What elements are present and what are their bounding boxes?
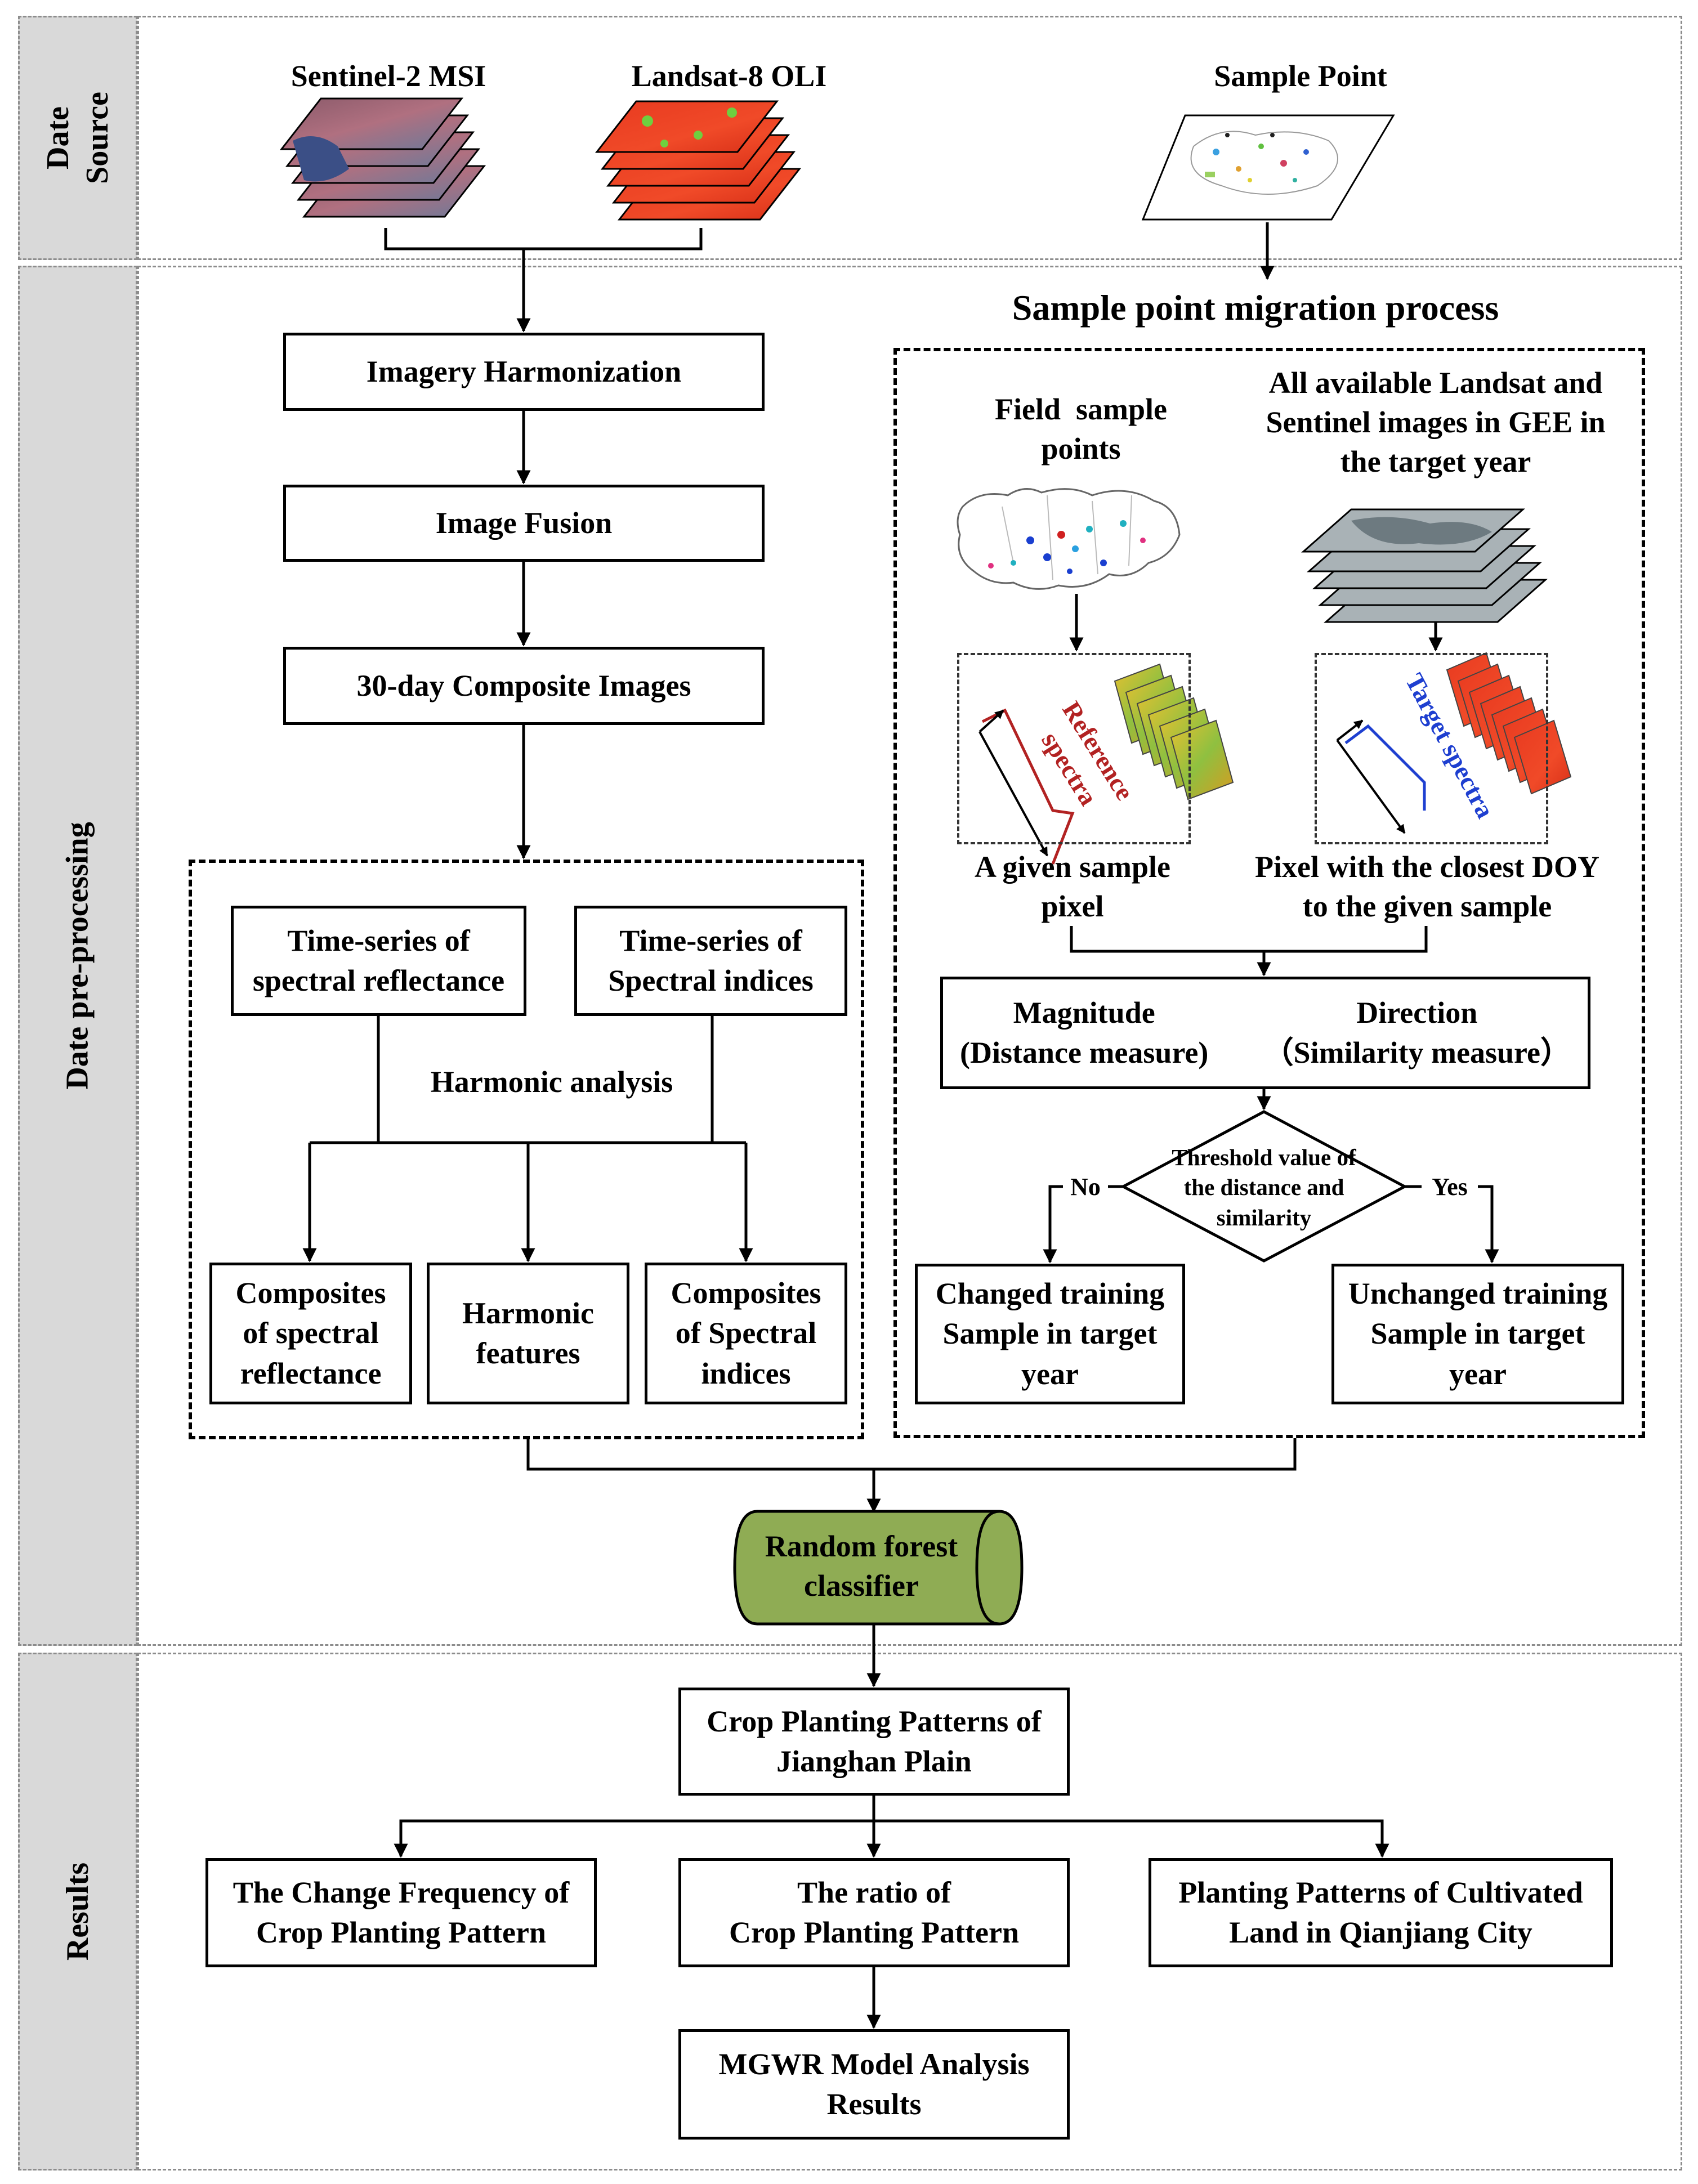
reference-spectra-inset (978, 663, 1234, 865)
random-forest-cylinder (733, 1510, 1024, 1626)
unchanged-sample-box: Unchanged training Sample in target year (1331, 1264, 1624, 1404)
composite-images-box: 30-day Composite Images (283, 647, 765, 725)
closest-pixel-label: Pixel with the closest DOY to the given … (1255, 850, 1599, 924)
connector-results-bar (399, 1819, 1384, 1856)
band-label-preprocessing: Date pre-processing (18, 266, 137, 1646)
random-forest-label: Random forest classifier (765, 1529, 958, 1603)
threshold-decision-diamond (1120, 1110, 1408, 1263)
landsat-imagery-stack (595, 100, 802, 221)
connector-panels-merge (526, 1438, 1297, 1471)
connector-sources-merge (384, 228, 703, 250)
migration-title: Sample point migration process (1012, 288, 1499, 328)
band-body-results (137, 1653, 1682, 2170)
threshold-label: Threshold value of the distance and simi… (1172, 1144, 1356, 1230)
migration-panel (893, 348, 1645, 1438)
ratio-box: The ratio of Crop Planting Pattern (678, 1858, 1070, 1967)
qianjiang-box: Planting Patterns of Cultivated Land in … (1149, 1858, 1613, 1967)
sentinel-imagery-stack (279, 97, 486, 218)
target-spectra-inset (1336, 652, 1572, 834)
band-body-preprocessing (137, 266, 1682, 1646)
ts-reflectance-box: Time-series of spectral reflectance (231, 906, 526, 1016)
sample-point-map (1141, 114, 1395, 221)
imagery-harmonization-box: Imagery Harmonization (283, 333, 765, 411)
harmonic-analysis-panel (189, 860, 864, 1439)
mgwr-box: MGWR Model Analysis Results (678, 2029, 1070, 2140)
connector-pixels-merge (1070, 926, 1428, 953)
band-label-results: Results (18, 1653, 137, 2170)
field-sample-points-map (957, 488, 1181, 590)
image-fusion-box: Image Fusion (283, 485, 765, 562)
field-points-label: Field sample points (995, 392, 1167, 466)
comp-reflectance-box: Composites of spectral reflectance (209, 1263, 412, 1404)
comp-indices-box: Composites of Spectral indices (645, 1263, 847, 1404)
magnitude-label: Magnitude (Distance measure) (960, 995, 1209, 1069)
measure-box: Magnitude (Distance measure) Direction （… (940, 977, 1590, 1089)
given-pixel-label: A given sample pixel (974, 850, 1171, 924)
sentinel-label: Sentinel-2 MSI (291, 59, 486, 93)
changed-sample-box: Changed training Sample in target year (915, 1264, 1185, 1404)
band-label-data-source: Date Source (18, 16, 137, 260)
harmonic-features-box: Harmonic features (427, 1263, 629, 1404)
harmonic-analysis-label: Harmonic analysis (430, 1065, 673, 1099)
band-body-data-source (137, 16, 1682, 260)
yes-label: Yes (1422, 1171, 1478, 1203)
crop-patterns-box: Crop Planting Patterns of Jianghan Plain (678, 1688, 1070, 1796)
target-inset-frame (1315, 653, 1548, 844)
all-images-label: All available Landsat and Sentinel image… (1266, 366, 1606, 479)
direction-label: Direction （Similarity measure） (1263, 995, 1571, 1069)
no-label: No (1063, 1171, 1108, 1203)
change-frequency-box: The Change Frequency of Crop Planting Pa… (205, 1858, 597, 1967)
landsat-label: Landsat-8 OLI (631, 59, 827, 93)
reference-inset-frame (957, 653, 1191, 844)
ts-indices-box: Time-series of Spectral indices (574, 906, 847, 1016)
sample-point-label: Sample Point (1214, 59, 1387, 93)
gee-imagery-stack (1301, 508, 1548, 623)
